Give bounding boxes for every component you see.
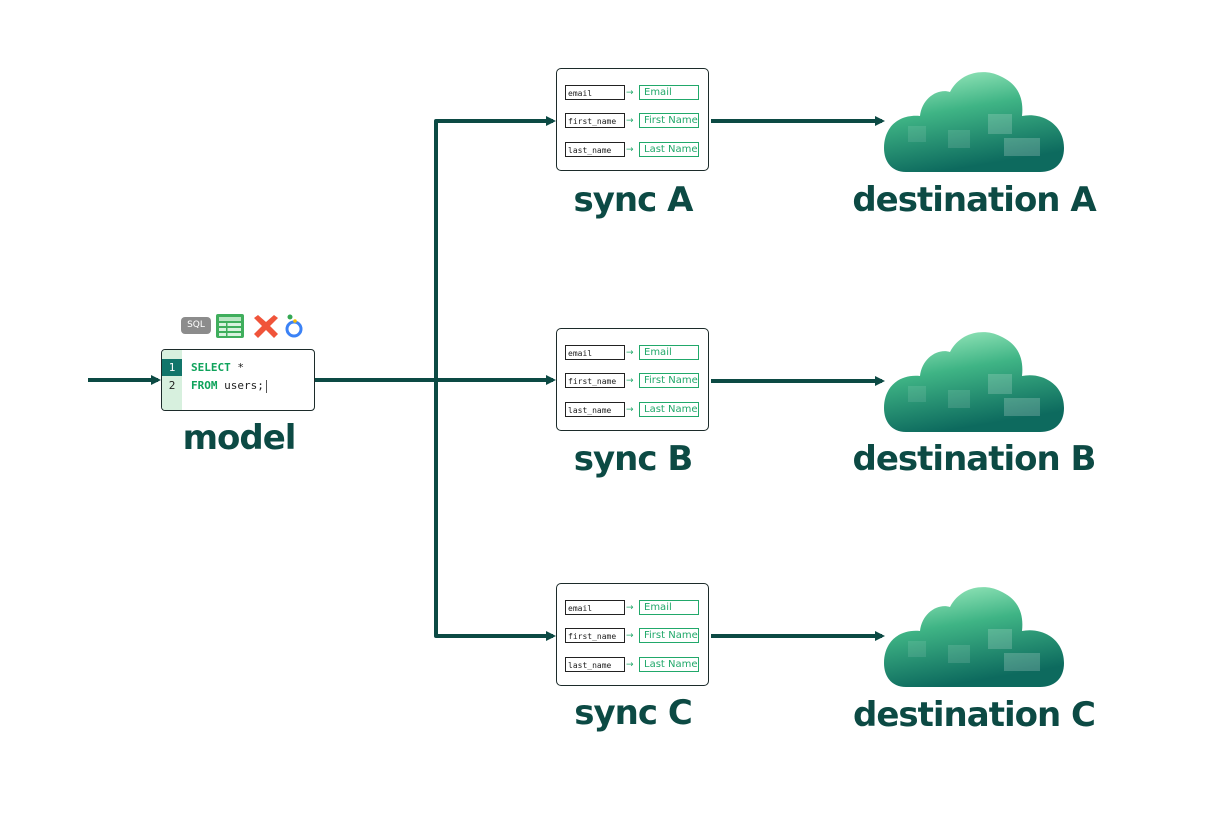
- mapping-arrow-icon: →: [626, 631, 634, 641]
- field-mapping-row: email → Email: [565, 345, 701, 361]
- destination-field: Last Name: [639, 142, 699, 157]
- destination-field: First Name: [639, 113, 699, 128]
- model-code-editor[interactable]: 1 SELECT * 2 FROM users;: [161, 349, 315, 411]
- code-line: 2 FROM users;: [162, 377, 314, 394]
- mapping-arrow-icon: →: [626, 145, 634, 155]
- sync-card-b[interactable]: email → Email first_name → First Name la…: [556, 328, 709, 431]
- mapping-arrow-icon: →: [626, 88, 634, 98]
- line-number: 1: [162, 359, 182, 376]
- field-mapping-row: first_name → First Name: [565, 373, 701, 389]
- mapping-arrow-icon: →: [626, 116, 634, 126]
- dbt-icon: [254, 315, 278, 338]
- cloud-icon: [884, 72, 1064, 172]
- sync-label-c: sync C: [574, 693, 693, 733]
- mapping-arrow-icon: →: [626, 603, 634, 613]
- destination-field: Email: [639, 345, 699, 360]
- destination-field: First Name: [639, 373, 699, 388]
- cloud-icon: [884, 332, 1064, 432]
- sql-text: users;: [217, 379, 264, 392]
- source-field: email: [565, 600, 625, 615]
- sql-icon: SQL: [181, 317, 211, 334]
- source-field: first_name: [565, 628, 625, 643]
- source-field: last_name: [565, 657, 625, 672]
- field-mapping-row: email → Email: [565, 85, 701, 101]
- looker-icon: [285, 314, 303, 338]
- destination-field: Email: [639, 600, 699, 615]
- field-mapping-row: last_name → Last Name: [565, 142, 701, 158]
- mapping-arrow-icon: →: [626, 405, 634, 415]
- source-field: first_name: [565, 113, 625, 128]
- field-mapping-row: last_name → Last Name: [565, 402, 701, 418]
- sql-keyword: FROM: [191, 379, 218, 392]
- sync-label-a: sync A: [573, 180, 694, 220]
- cloud-icon: [884, 587, 1064, 687]
- field-mapping-row: last_name → Last Name: [565, 657, 701, 673]
- mapping-arrow-icon: →: [626, 348, 634, 358]
- destination-field: Last Name: [639, 402, 699, 417]
- source-field: email: [565, 85, 625, 100]
- source-field: first_name: [565, 373, 625, 388]
- destination-field: Email: [639, 85, 699, 100]
- destination-label-a: destination A: [852, 180, 1096, 220]
- sync-card-c[interactable]: email → Email first_name → First Name la…: [556, 583, 709, 686]
- sql-keyword: SELECT: [191, 361, 231, 374]
- field-mapping-row: first_name → First Name: [565, 113, 701, 129]
- line-number: 2: [168, 379, 176, 392]
- destination-field: First Name: [639, 628, 699, 643]
- model-label: model: [182, 418, 297, 458]
- source-field: last_name: [565, 142, 625, 157]
- text-cursor: [265, 379, 267, 393]
- source-field: last_name: [565, 402, 625, 417]
- destination-label-b: destination B: [852, 439, 1097, 479]
- mapping-arrow-icon: →: [626, 660, 634, 670]
- field-mapping-row: first_name → First Name: [565, 628, 701, 644]
- source-field: email: [565, 345, 625, 360]
- sql-text: *: [230, 361, 244, 374]
- destination-field: Last Name: [639, 657, 699, 672]
- code-line: 1 SELECT *: [162, 359, 314, 376]
- field-mapping-row: email → Email: [565, 600, 701, 616]
- mapping-arrow-icon: →: [626, 376, 634, 386]
- spreadsheet-icon: [216, 314, 244, 338]
- sync-card-a[interactable]: email → Email first_name → First Name la…: [556, 68, 709, 171]
- sync-label-b: sync B: [573, 439, 694, 479]
- destination-label-c: destination C: [853, 695, 1096, 735]
